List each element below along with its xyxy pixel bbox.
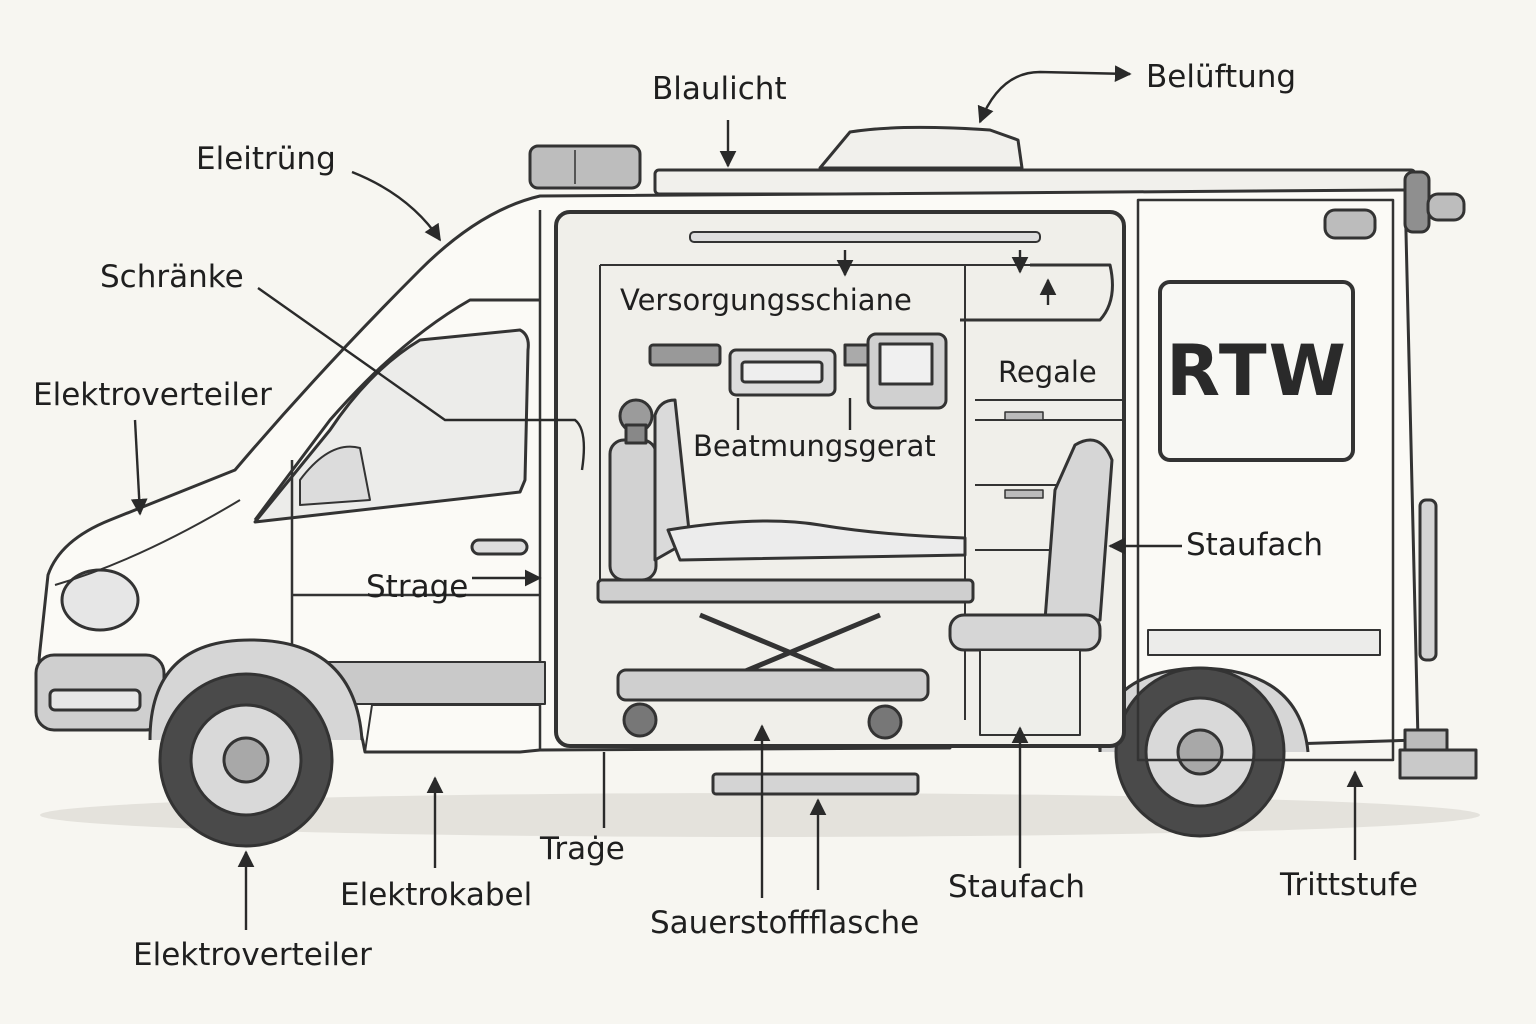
windshield	[253, 298, 540, 521]
label-schraenke: Schränke	[100, 259, 244, 295]
side-step	[711, 772, 920, 796]
attendant-seat	[948, 438, 1114, 736]
roof-unit	[818, 125, 1024, 170]
ground-shadow	[40, 793, 1480, 837]
rear-wheel	[1098, 666, 1310, 838]
label-elektroverteiler-bottom: Elektroverteiler	[133, 937, 372, 973]
leader-belueftung	[977, 65, 1132, 124]
label-belueftung: Belüftung	[1146, 59, 1297, 95]
leader-schraenke	[257, 287, 586, 471]
marker-light	[1323, 208, 1377, 240]
label-elektrokabel: Elektrokabel	[340, 877, 533, 913]
door-handle	[470, 538, 529, 556]
leader-elektroverteiler-left	[130, 419, 148, 516]
label-elektroverteiler-left: Elektroverteiler	[33, 377, 272, 413]
label-versorgungsschiene: Versorgungsschiane	[620, 283, 912, 317]
label-beatmungsgeraet: Beatmungsgerat	[693, 429, 936, 463]
leader-beatmung	[736, 398, 852, 430]
front-wheel	[148, 638, 364, 848]
label-regale: Regale	[998, 355, 1097, 389]
interior	[554, 210, 1126, 748]
rtw-sign: RTW	[1166, 330, 1348, 412]
rear-light	[1403, 170, 1431, 234]
rear-step	[1398, 748, 1478, 780]
stretcher	[596, 398, 975, 740]
rear-panel	[1136, 198, 1395, 762]
leader-eleitruenung	[351, 170, 441, 242]
label-sauerstoffflasche: Sauerstoffflasche	[650, 905, 920, 941]
leader-lines	[130, 65, 1364, 930]
label-trittstufe: Trittstufe	[1280, 867, 1418, 903]
label-eleitruenung: Eleitrüng	[196, 141, 336, 177]
ambulance	[34, 125, 1478, 848]
label-blaulicht: Blaulicht	[652, 71, 787, 107]
rtw-sign-frame	[1158, 280, 1355, 462]
label-trage: Traġe	[540, 831, 625, 867]
reflector-strip	[1147, 629, 1381, 656]
label-staufach-right: Staufach	[1186, 527, 1324, 563]
label-staufach-bottom: Staufach	[948, 869, 1086, 905]
label-strage: Strage	[366, 569, 469, 605]
blue-light-bar	[528, 144, 642, 190]
